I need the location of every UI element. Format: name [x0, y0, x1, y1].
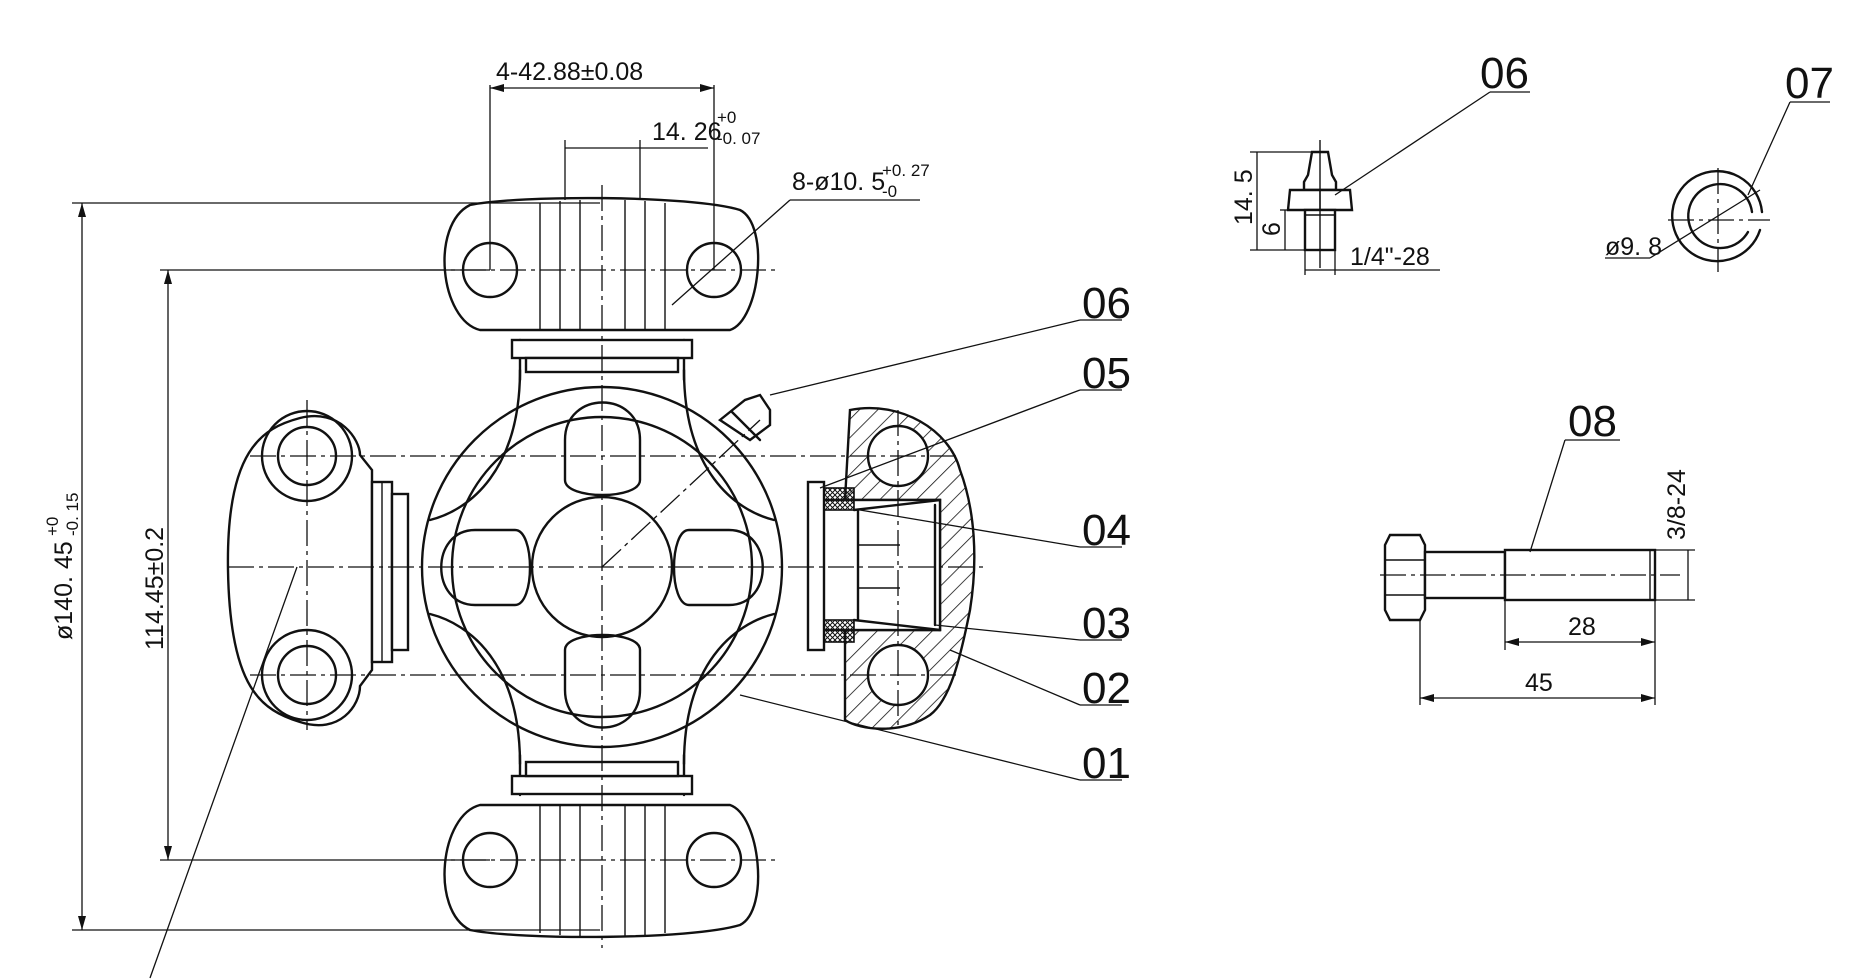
diagonal-centerline [601, 419, 761, 568]
label-01: 01 [1082, 739, 1131, 788]
detail-08-thread-length: 28 [1568, 613, 1596, 641]
label-05: 05 [1082, 349, 1131, 398]
bottom-strap-cap [443, 803, 760, 939]
detail-08-total-length: 45 [1525, 669, 1553, 697]
dim-cap-width-tol-upper: +0 [717, 108, 736, 127]
left-bearing-rings [370, 480, 410, 664]
label-03: 03 [1082, 599, 1131, 648]
label-06: 06 [1082, 279, 1131, 328]
dim-cap-width: 14. 26 [652, 118, 722, 146]
detail-08-bolt: 3/8-24 28 45 08 [1380, 397, 1695, 705]
dim-center-distance: 114.45±0.2 [141, 527, 169, 650]
detail-08-thread: 3/8-24 [1663, 469, 1691, 540]
part-leaders: 06 05 04 03 02 01 [739, 279, 1131, 788]
universal-joint-main-view [226, 185, 985, 948]
dim-hole-dia-tol-lower: -0 [882, 182, 897, 201]
label-06-detail: 06 [1480, 49, 1529, 98]
detail-06-thread-length: 6 [1258, 222, 1286, 236]
left-bearing-cap [226, 415, 374, 727]
detail-07-snap-ring: ø9. 8 07 [1605, 59, 1834, 272]
grease-fitting-main [717, 393, 772, 442]
main-dimensions: 4-42.88±0.08 14. 26 +0 -0. 07 8-ø10. 5 +… [43, 58, 930, 979]
dim-bolt-spacing: 4-42.88±0.08 [496, 58, 643, 86]
right-yoke-section [806, 406, 976, 730]
label-08-detail: 08 [1568, 397, 1617, 446]
dim-cap-width-tol-lower: -0. 07 [717, 129, 760, 148]
dim-hole-dia: 8-ø10. 5 [792, 168, 885, 196]
dim-overall-tol-upper: +0 [43, 517, 62, 536]
dim-hole-dia-tol-upper: +0. 27 [882, 161, 930, 180]
label-04: 04 [1082, 506, 1131, 555]
detail-07-diameter: ø9. 8 [1605, 233, 1662, 261]
label-07-detail: 07 [1785, 59, 1834, 108]
dim-overall-dia: ø140. 45 [50, 541, 78, 640]
label-02: 02 [1082, 664, 1131, 713]
top-strap-cap [443, 196, 760, 332]
detail-06-height: 14. 5 [1230, 169, 1258, 225]
detail-06-thread: 1/4"-28 [1350, 243, 1430, 271]
dim-overall-tol-lower: -0. 15 [63, 493, 82, 536]
detail-06-grease-nipple: 14. 5 6 1/4"-28 06 [1230, 49, 1530, 275]
